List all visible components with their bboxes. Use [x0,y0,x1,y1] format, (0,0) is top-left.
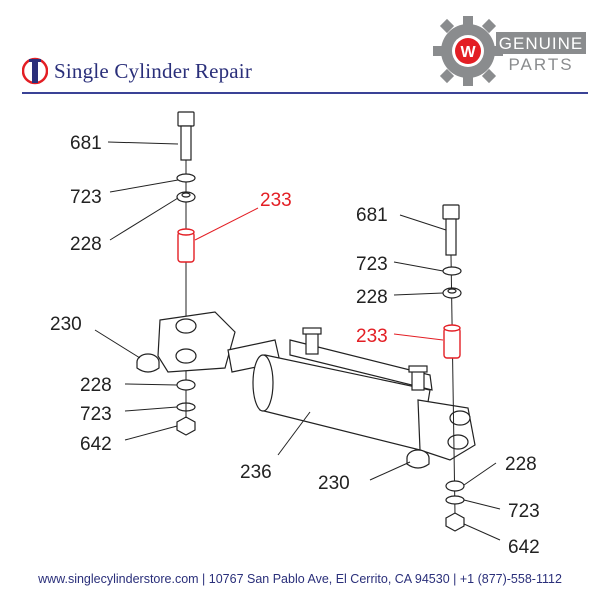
callout-723-left-bottom: 723 [80,404,112,425]
nut-228-left-top[interactable] [176,191,196,203]
callout-642-right: 642 [508,537,540,558]
callout-230-right: 230 [318,473,350,494]
callout-681-left: 681 [70,133,102,154]
brand[interactable]: Single Cylinder Repair [22,56,252,86]
callout-723-right-top: 723 [356,254,388,275]
header-divider [22,92,588,94]
callout-236: 236 [240,462,272,483]
callout-723-right-bottom: 723 [508,501,540,522]
footer-contact: www.singlecylinderstore.com | 10767 San … [38,572,562,586]
nut-642-right[interactable] [445,512,465,532]
gear-icon [433,16,503,86]
callout-723-left-top: 723 [70,187,102,208]
badge-line2: PARTS [508,55,573,74]
nut-228-left-bottom[interactable] [176,379,196,391]
nut-228-right-top[interactable] [442,287,462,299]
badge-letter: W [460,44,476,61]
bushing-233-right[interactable] [443,324,461,359]
genuine-parts-badge: W GENUINE PARTS [433,16,586,86]
nut-228-right-bottom[interactable] [445,480,465,492]
brand-name: Single Cylinder Repair [54,58,253,83]
callout-233-right: 233 [356,326,388,347]
exploded-parts-diagram: 681 723 228 233 230 228 723 642 236 230 … [50,111,540,558]
bushing-233-left[interactable] [177,228,195,263]
nut-642-left[interactable] [176,416,196,436]
badge-line1: GENUINE [499,34,583,53]
brand-logo-icon [22,57,48,85]
cap-230-right[interactable] [406,449,430,469]
header: Single Cylinder Repair W GENUINE PARTS [0,0,600,96]
washer-723-left-top[interactable] [176,173,196,183]
callout-228-right-top: 228 [356,287,388,308]
callout-228-right-bottom: 228 [505,454,537,475]
callout-230-left: 230 [50,314,82,335]
cylinder-body-236[interactable] [157,311,476,461]
cap-230-left[interactable] [136,353,160,373]
washer-723-right-bottom[interactable] [445,495,465,505]
washer-723-right-top[interactable] [442,266,462,276]
bolt-681-left[interactable] [177,111,195,161]
callout-233-left: 233 [260,190,292,211]
callout-228-left-top: 228 [70,234,102,255]
callout-681-right: 681 [356,205,388,226]
callout-228-left-bottom: 228 [80,375,112,396]
callout-642-left: 642 [80,434,112,455]
